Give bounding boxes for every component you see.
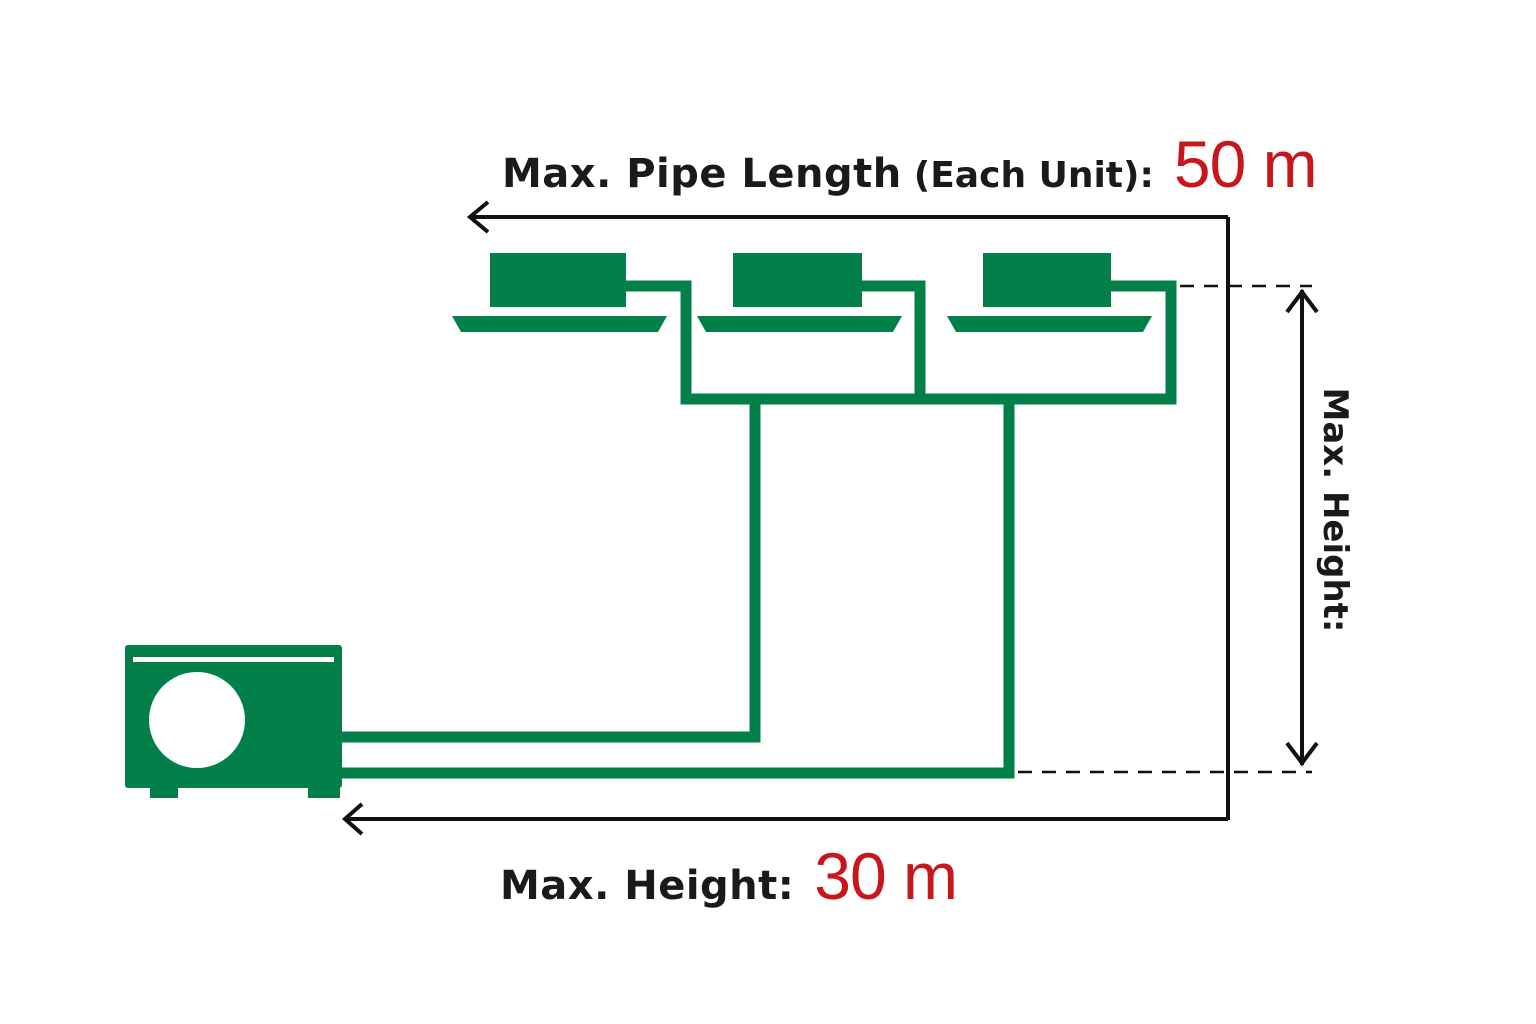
outdoor-unit-foot-right [308,786,340,798]
bottom-dimension [341,802,1228,836]
pipe-length-arrow-icon [466,200,490,234]
branch-pipe-unit-2 [862,280,926,399]
indoor-unit-1 [452,253,667,332]
pipe-length-value: 50 m [1173,127,1318,201]
height-up-arrow-icon [1285,288,1319,314]
indoor-unit-3 [947,253,1152,332]
cassette-panel [452,316,667,332]
gas-line [340,399,1015,779]
cassette-panel [697,316,902,332]
height-label: Max. Height: 30 m [500,838,958,914]
outdoor-unit-foot-left [150,786,178,798]
cassette-panel [947,316,1152,332]
liquid-line [340,399,761,743]
dashed-reference-lines [1018,284,1312,774]
pipe-length-caption: Max. Pipe Length [502,151,902,197]
outdoor-unit [125,645,342,798]
height-value: 30 m [814,839,958,913]
indoor-header-pipe [626,280,1177,405]
indoor-unit-2 [697,253,902,332]
height-caption: Max. Height: [500,863,795,909]
refrigerant-pipes [340,280,1177,779]
pipe-length-dimension [466,200,1230,820]
outdoor-unit-stripe [133,657,334,662]
vertical-height-label: Max. Height: [1315,387,1355,633]
height-down-arrow-icon [1285,741,1319,767]
fan-icon [149,672,245,768]
cassette-body [490,253,626,307]
cassette-body [733,253,862,307]
pipe-length-label: Max. Pipe Length (Each Unit): 50 m [502,126,1318,202]
pipe-length-qualifier: (Each Unit): [913,155,1154,196]
cassette-body [983,253,1111,307]
bottom-arrow-icon [341,802,364,836]
height-dimension [1285,288,1319,767]
